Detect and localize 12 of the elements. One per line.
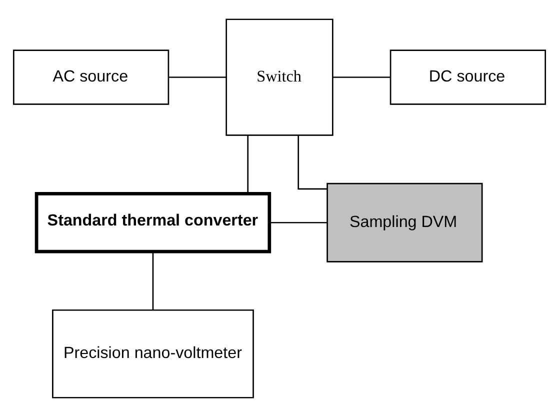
node-box: DC source <box>390 49 546 104</box>
connector <box>152 251 154 310</box>
node-box: Precision nano-voltmeter <box>52 308 254 398</box>
node-box: Standard thermal converter <box>34 192 272 253</box>
node-box: AC source <box>12 49 170 104</box>
connector <box>333 76 390 78</box>
connector <box>298 135 327 190</box>
connector <box>270 221 328 223</box>
node-box: Switch <box>226 18 334 136</box>
node-box: Sampling DVM <box>326 182 483 262</box>
connector <box>247 135 249 193</box>
connector <box>168 76 226 78</box>
